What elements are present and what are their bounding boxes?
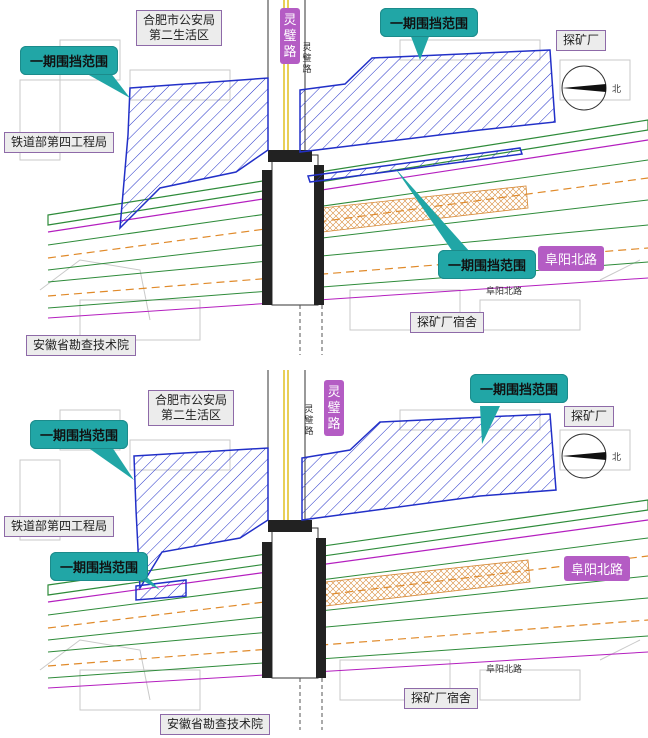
lingbi-road: [262, 370, 326, 730]
callout-lower: 一期围挡范围: [50, 552, 149, 581]
hatch-zone-right: [299, 49, 556, 153]
tag-lingbi-road: 灵璧路: [324, 380, 344, 436]
map-panel-top: 合肥市公安局 第二生活区 铁道部第四工程局 探矿厂 探矿厂宿舍 安徽省勘查技术院…: [0, 0, 648, 368]
compass-north-label: 北: [612, 452, 622, 462]
tag-lingbi-road: 灵璧路: [280, 8, 300, 64]
text-fuyang-small: 阜阳北路: [486, 286, 523, 296]
label-kuangchang: 探矿厂: [564, 406, 615, 427]
text-lingbi-small: 灵璧路: [304, 404, 314, 436]
tag-fuyang-road: 阜阳北路: [564, 556, 631, 581]
label-sushe: 探矿厂宿舍: [410, 312, 485, 333]
label-tiedao-bureau: 铁道部第四工程局: [4, 516, 115, 537]
map-drawing-bottom: [19, 370, 648, 730]
hatch-zone-right: [301, 413, 557, 521]
callout-upper-right: 一期围挡范围: [470, 374, 569, 403]
label-kanchayuan: 安徽省勘查技术院: [26, 335, 137, 356]
label-police-district: 合肥市公安局 第二生活区: [148, 390, 235, 426]
hatch-zone-left: [133, 447, 269, 591]
compass-icon: [561, 433, 607, 479]
callout-upper-right: 一期围挡范围: [380, 8, 479, 37]
label-kuangchang: 探矿厂: [556, 30, 607, 51]
label-police-district: 合肥市公安局 第二生活区: [136, 10, 223, 46]
compass-icon: [561, 65, 607, 111]
text-fuyang-small: 阜阳北路: [486, 664, 523, 674]
text-lingbi-small: 灵璧路: [302, 42, 312, 74]
map-drawing-top: [19, 0, 648, 355]
compass-north-label: 北: [612, 84, 622, 94]
callout-lower: 一期围挡范围: [438, 250, 537, 279]
map-panel-bottom: 合肥市公安局 第二生活区 铁道部第四工程局 探矿厂 探矿厂宿舍 安徽省勘查技术院…: [0, 370, 648, 738]
label-tiedao-bureau: 铁道部第四工程局: [4, 132, 115, 153]
hatch-zone-strip: [307, 147, 523, 183]
hatch-zone-left: [119, 77, 269, 230]
tag-fuyang-road: 阜阳北路: [538, 246, 605, 271]
label-kanchayuan: 安徽省勘查技术院: [160, 714, 271, 735]
callout-upper-left: 一期围挡范围: [30, 420, 129, 449]
hatch-zone-strip: [135, 579, 187, 601]
label-sushe: 探矿厂宿舍: [404, 688, 479, 709]
callout-upper-left: 一期围挡范围: [20, 46, 119, 75]
